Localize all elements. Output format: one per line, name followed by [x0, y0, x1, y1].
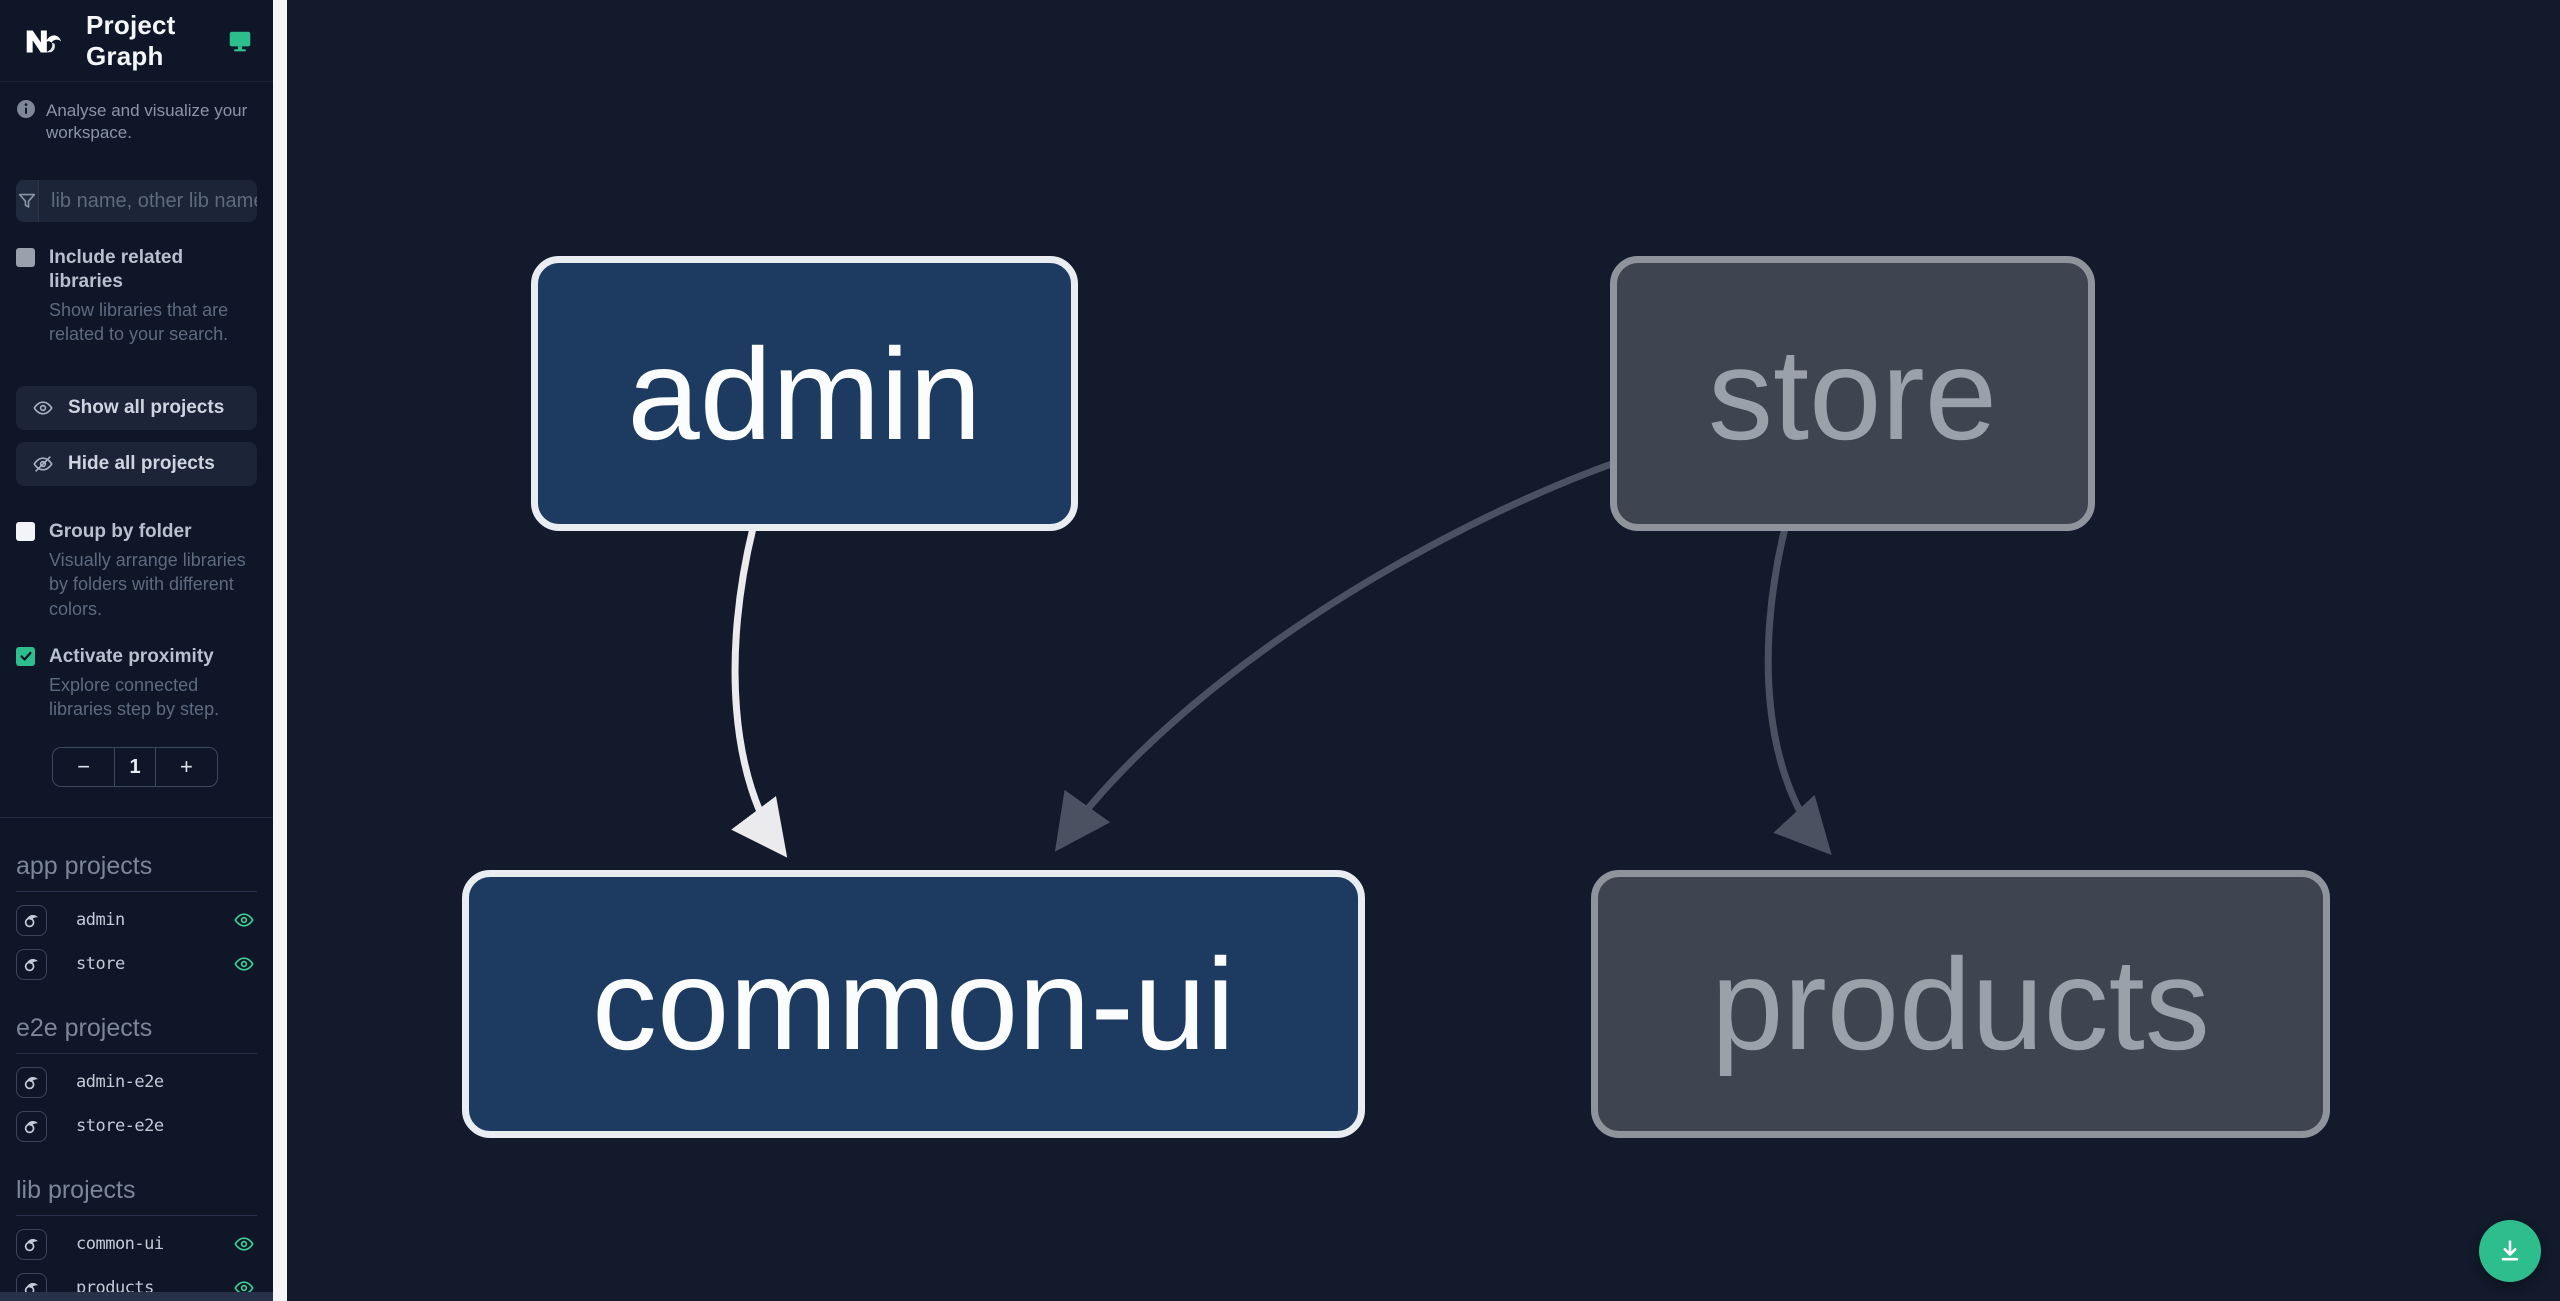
group-by-folder-checkbox[interactable]: [16, 522, 35, 542]
show-all-projects-label: Show all projects: [68, 397, 225, 419]
node-label: products: [1711, 931, 2210, 1077]
show-all-projects-button[interactable]: Show all projects: [16, 386, 257, 431]
focus-icon: [24, 1076, 38, 1090]
activate-proximity-label: Activate proximity: [49, 645, 214, 667]
monitor-button[interactable]: [227, 28, 253, 54]
section-lib-projects: lib projects common-ui: [0, 1176, 273, 1301]
focus-icon: [24, 914, 38, 928]
download-graph-button[interactable]: [2479, 1220, 2541, 1282]
project-row-store: store: [16, 948, 257, 980]
focus-project-button[interactable]: [16, 1110, 47, 1142]
focus-project-button[interactable]: [16, 904, 47, 936]
workspace-info-text: Analyse and visualize your workspace.: [46, 101, 248, 143]
activate-proximity-description: Explore connected libraries step by step…: [49, 674, 220, 719]
graph-node-common-ui[interactable]: common-ui: [462, 870, 1365, 1138]
section-title: lib projects: [16, 1176, 257, 1217]
hide-all-projects-button[interactable]: Hide all projects: [16, 442, 257, 487]
activate-proximity-row: Activate proximity Explore connected lib…: [0, 645, 273, 721]
group-by-folder-label: Group by folder: [49, 521, 192, 543]
check-icon: [19, 652, 32, 662]
focus-icon: [24, 958, 38, 972]
proximity-increment-button[interactable]: +: [156, 748, 217, 786]
project-name: admin-e2e: [76, 1072, 164, 1093]
toggle-visibility-button[interactable]: [233, 909, 255, 931]
eye-icon: [234, 913, 254, 927]
project-row-admin: admin: [16, 904, 257, 936]
proximity-decrement-button[interactable]: −: [53, 748, 114, 786]
focus-project-button[interactable]: [16, 1228, 47, 1260]
sidebar-section-divider: [0, 817, 273, 819]
focus-project-button[interactable]: [16, 1066, 47, 1098]
graph-node-admin[interactable]: admin: [531, 256, 1078, 531]
focus-project-button[interactable]: [16, 948, 47, 980]
eye-off-icon: [33, 456, 53, 473]
download-icon: [2501, 1240, 2519, 1261]
focus-icon: [24, 1238, 38, 1252]
section-app-projects: app projects admin: [0, 852, 273, 980]
include-related-row: Include related libraries Show libraries…: [0, 246, 273, 346]
project-name: store-e2e: [76, 1116, 164, 1137]
search-input[interactable]: [39, 180, 257, 223]
search-box: [16, 180, 257, 223]
project-name: common-ui: [76, 1234, 164, 1255]
include-related-description: Show libraries that are related to your …: [49, 299, 229, 344]
project-name: admin: [76, 910, 125, 931]
project-name: store: [76, 954, 125, 975]
eye-icon: [234, 957, 254, 971]
project-row-common-ui: common-ui: [16, 1228, 257, 1260]
eye-icon: [33, 401, 53, 415]
info-icon: [17, 100, 35, 118]
edge-store-to-products: [1764, 527, 1832, 856]
graph-node-store[interactable]: store: [1610, 256, 2095, 531]
dependency-edges: [731, 458, 1832, 858]
graph-node-products[interactable]: products: [1591, 870, 2330, 1138]
node-label: store: [1707, 320, 1997, 467]
sidebar-header: Project Graph: [0, 0, 273, 82]
project-row-store-e2e: store-e2e: [16, 1110, 257, 1142]
node-label: common-ui: [592, 931, 1235, 1077]
project-row-admin-e2e: admin-e2e: [16, 1066, 257, 1098]
activate-proximity-checkbox[interactable]: [16, 646, 35, 666]
proximity-stepper: − 1 +: [52, 747, 218, 788]
filter-icon: [16, 180, 39, 223]
horizontal-scrollbar[interactable]: [0, 1292, 273, 1301]
nx-logo-icon: [26, 29, 62, 52]
include-related-label: Include related libraries: [49, 247, 184, 292]
include-related-checkbox[interactable]: [16, 248, 35, 268]
group-by-folder-row: Group by folder Visually arrange librari…: [0, 520, 273, 621]
section-title: e2e projects: [16, 1014, 257, 1055]
monitor-icon: [229, 31, 251, 51]
workspace-info: Analyse and visualize your workspace.: [0, 82, 273, 144]
toggle-visibility-button[interactable]: [233, 1233, 255, 1255]
section-e2e-projects: e2e projects admin-e2e store-e2e: [0, 1014, 273, 1142]
sidebar-canvas-divider: [273, 0, 287, 1301]
section-title: app projects: [16, 852, 257, 893]
node-label: admin: [627, 320, 982, 467]
eye-icon: [234, 1237, 254, 1251]
hide-all-projects-label: Hide all projects: [68, 453, 215, 475]
toggle-visibility-button[interactable]: [233, 953, 255, 975]
edge-store-to-common-ui: [1054, 458, 1619, 852]
focus-icon: [24, 1120, 38, 1134]
group-by-folder-description: Visually arrange libraries by folders wi…: [49, 550, 246, 619]
graph-canvas[interactable]: admin store common-ui products: [287, 0, 2560, 1301]
edge-admin-to-common-ui: [731, 527, 788, 858]
sidebar: Project Graph Analyse and visualize your…: [0, 0, 273, 1301]
proximity-value: 1: [114, 748, 156, 787]
page-title: Project Graph: [86, 9, 176, 71]
